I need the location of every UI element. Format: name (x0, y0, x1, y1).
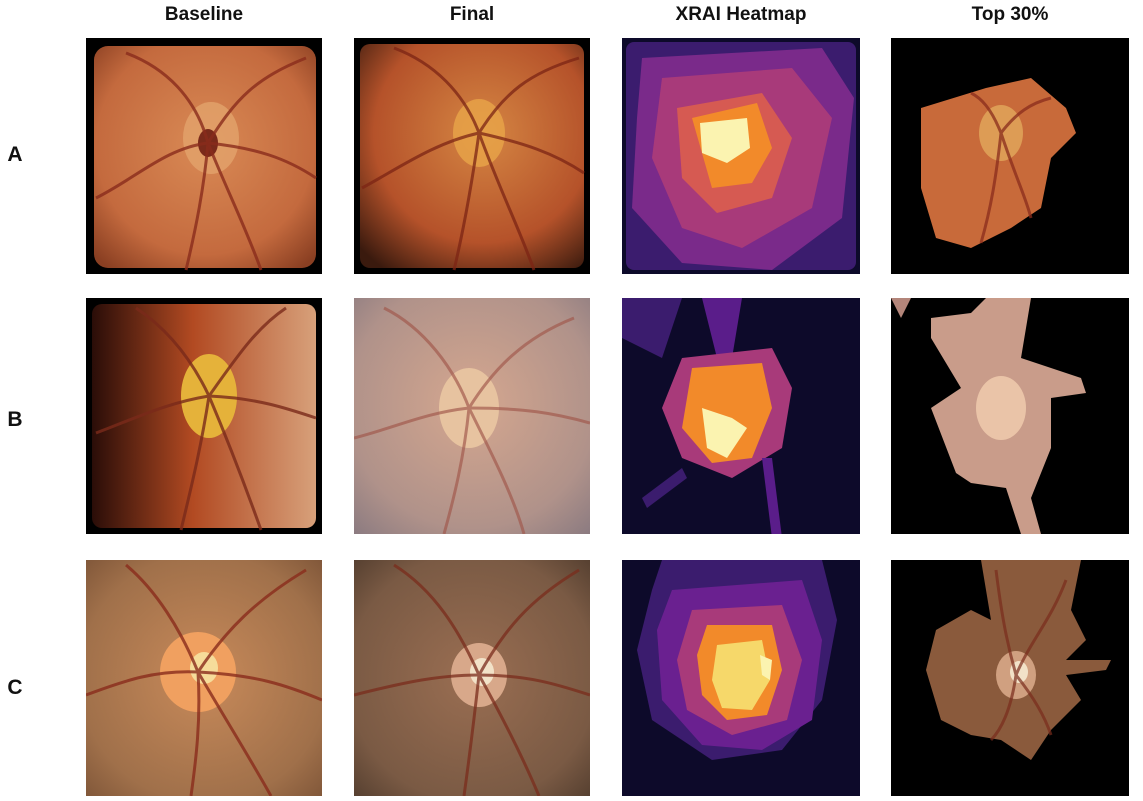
final-image-c (354, 560, 590, 796)
top-30-image-c (891, 560, 1129, 796)
row-label-b: B (7, 408, 23, 431)
top-30-image-b (891, 298, 1129, 534)
xrai-heatmap-a (622, 38, 860, 274)
row-label-c: C (7, 676, 23, 699)
baseline-image-c (86, 560, 322, 796)
final-image-b (354, 298, 590, 534)
xrai-heatmap-b (622, 298, 860, 534)
column-header-final: Final (449, 4, 495, 25)
top-30-image-a (891, 38, 1129, 274)
row-label-a: A (7, 143, 23, 166)
xrai-heatmap-c (622, 560, 860, 796)
column-header-baseline: Baseline (164, 4, 244, 25)
column-header-xrai-heatmap: XRAI Heatmap (675, 4, 807, 25)
baseline-image-b (86, 298, 322, 534)
final-image-a (354, 38, 590, 274)
baseline-image-a (86, 38, 322, 274)
column-header-top-30: Top 30% (971, 4, 1049, 25)
